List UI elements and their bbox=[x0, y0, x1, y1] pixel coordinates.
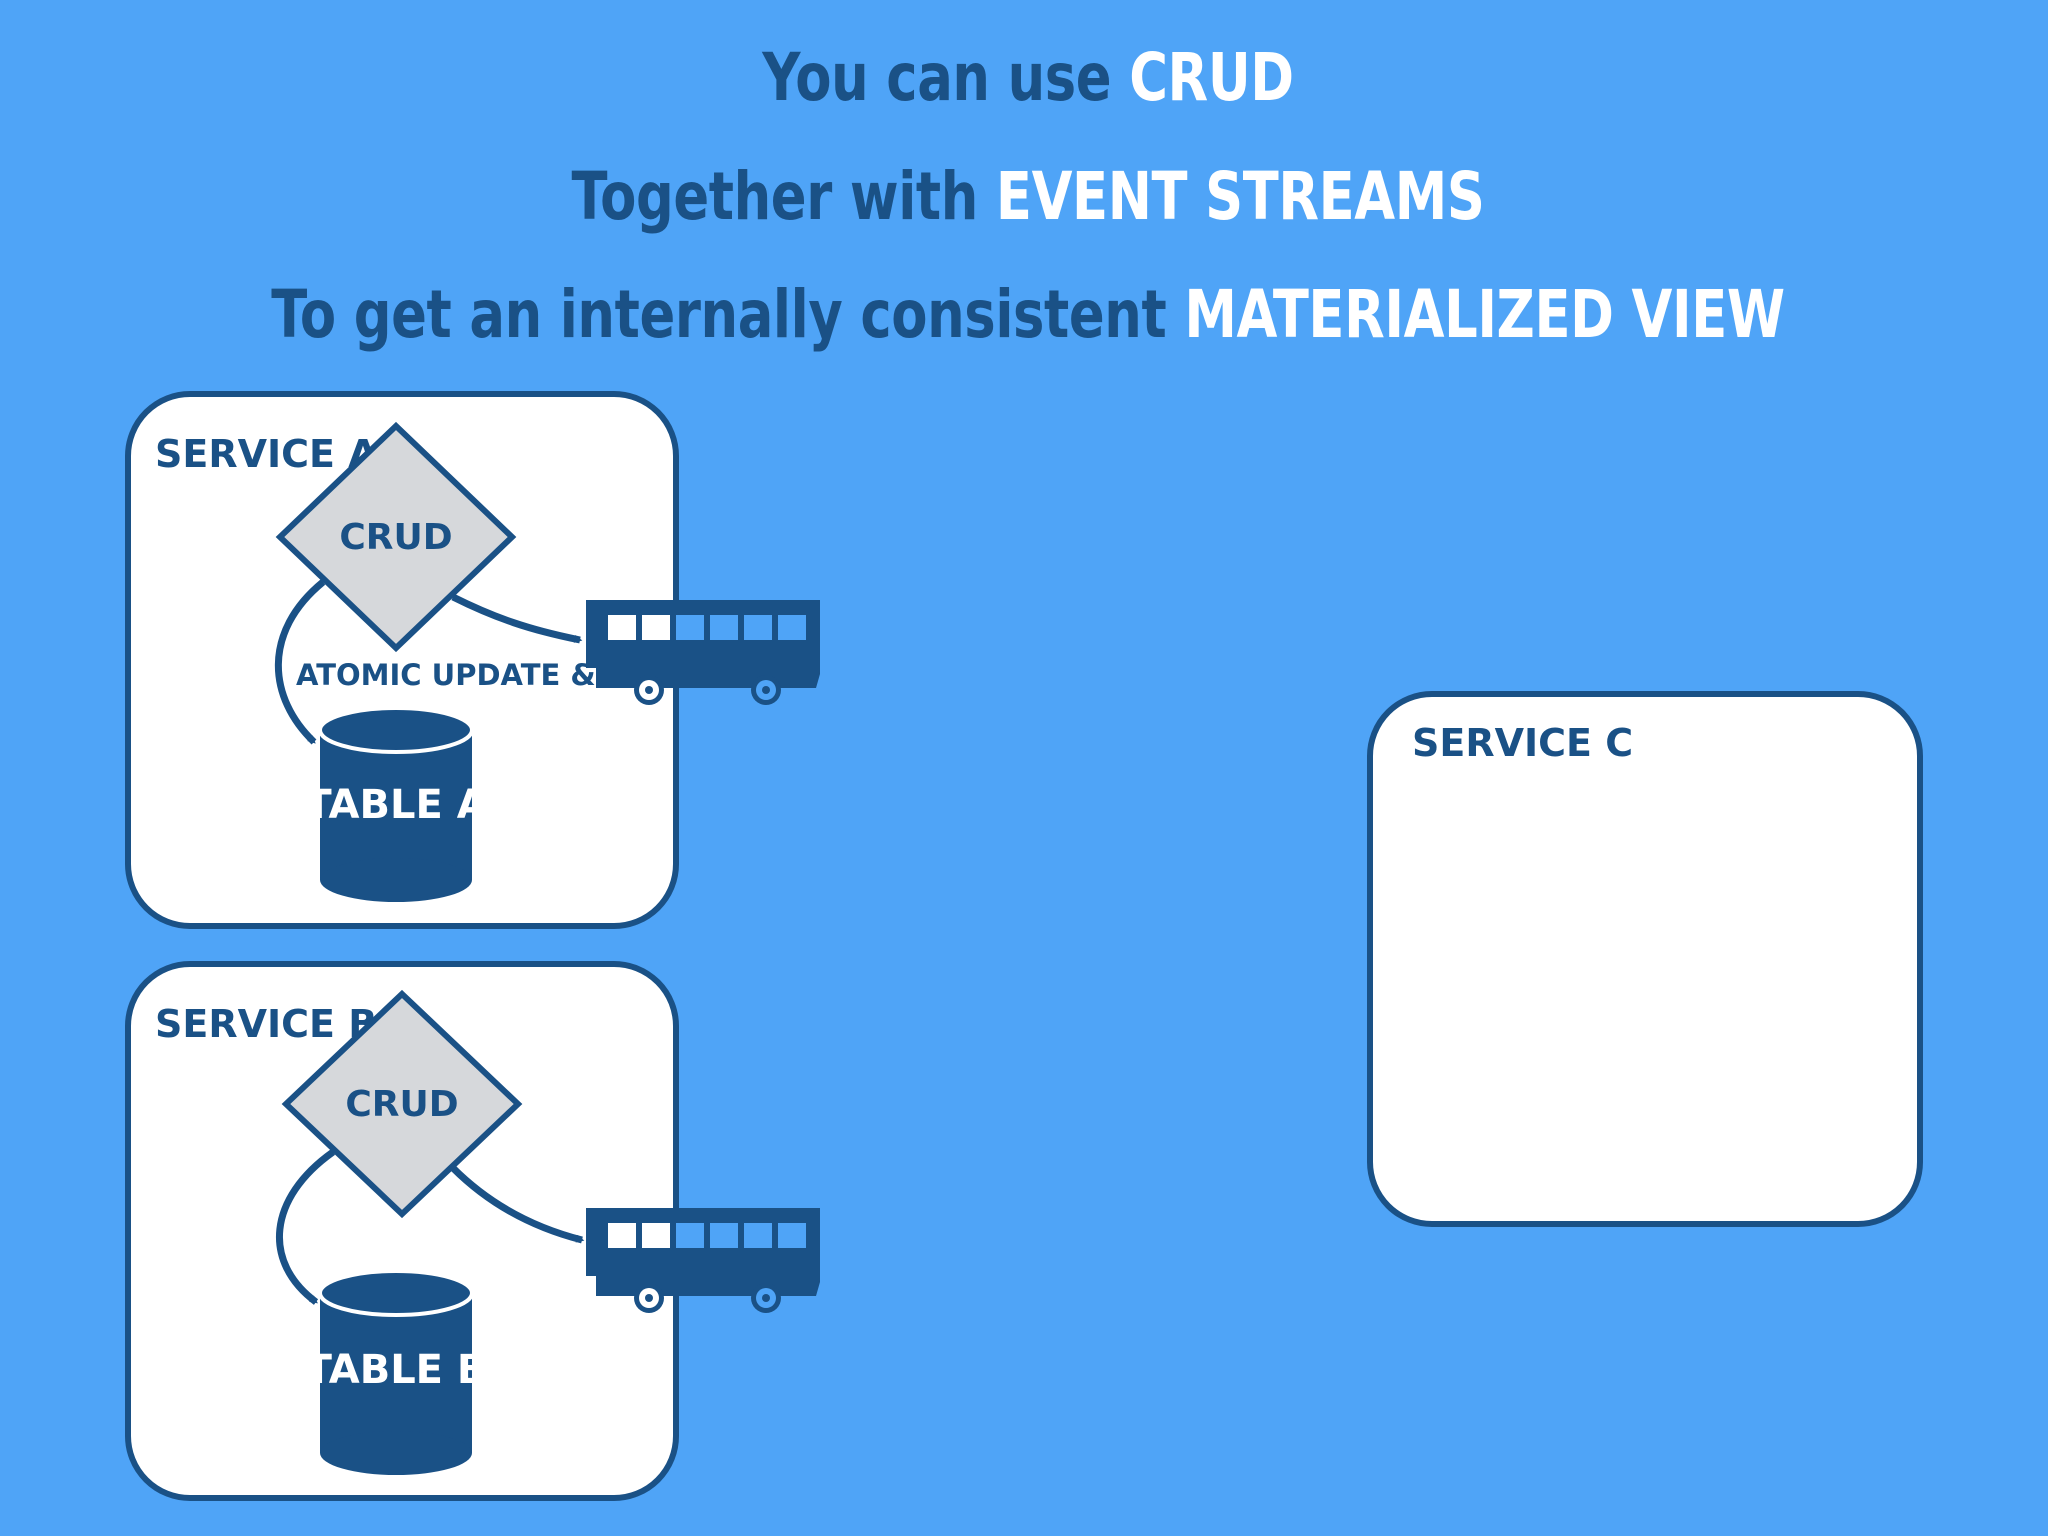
service-a-title: SERVICE A bbox=[155, 432, 378, 476]
headline-line-3: To get an internally consistent MATERIAL… bbox=[209, 273, 1847, 357]
diamond-icon bbox=[275, 421, 517, 653]
headline-line-1-highlight: CRUD bbox=[1129, 39, 1294, 116]
service-b-title: SERVICE B bbox=[155, 1002, 377, 1046]
service-b-table: TABLE B bbox=[305, 1269, 488, 1475]
headline-line-1: You can use CRUD bbox=[209, 36, 1847, 120]
headline-line-3-highlight: MATERIALIZED VIEW bbox=[1184, 276, 1785, 353]
headline-line-3-text: To get an internally consistent bbox=[271, 276, 1185, 353]
service-a-table: TABLE A bbox=[304, 706, 488, 902]
service-b-box: SERVICE B bbox=[125, 961, 679, 1501]
service-c-box: SERVICE C bbox=[1367, 691, 1923, 1227]
service-b-arrow-to-bus bbox=[450, 1165, 585, 1244]
service-a-arrow-to-bus bbox=[451, 593, 583, 644]
service-b-arrow-to-table bbox=[276, 1149, 336, 1305]
service-b-crud-diamond: CRUD bbox=[281, 989, 523, 1219]
service-a-arrow-to-table bbox=[274, 579, 326, 745]
database-cylinder-icon bbox=[318, 1269, 474, 1475]
headline-line-2: Together with EVENT STREAMS bbox=[209, 155, 1847, 239]
headline-line-1-text: You can use bbox=[762, 39, 1130, 116]
headline-line-2-highlight: EVENT STREAMS bbox=[995, 158, 1485, 235]
service-b-table-label: TABLE B bbox=[305, 1347, 488, 1393]
service-c-title: SERVICE C bbox=[1412, 721, 1633, 765]
service-b-crud-label: CRUD bbox=[345, 1084, 458, 1125]
headline-line-2-text: Together with bbox=[571, 158, 996, 235]
service-a-crud-label: CRUD bbox=[339, 517, 452, 558]
diamond-icon bbox=[281, 989, 523, 1219]
service-a-table-label: TABLE A bbox=[304, 782, 487, 828]
service-a-crud-diamond: CRUD bbox=[275, 421, 517, 653]
database-cylinder-icon bbox=[318, 706, 474, 902]
